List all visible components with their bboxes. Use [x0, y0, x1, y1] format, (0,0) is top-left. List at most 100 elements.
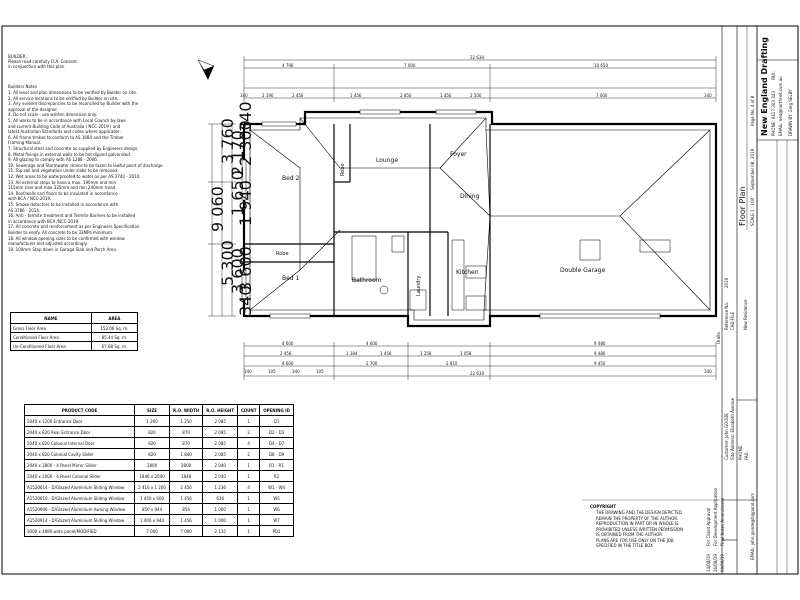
fixtures — [351, 235, 671, 311]
dim-bot-d4: 105 — [316, 369, 324, 374]
table-cell: 4 — [237, 481, 261, 493]
table-cell: 1 — [237, 503, 261, 515]
note-item: 13. All external steps to have a max. 19… — [8, 179, 116, 185]
dim-bot-c4: 9 450 — [594, 361, 606, 366]
room-kitchen: Kitchen — [456, 269, 479, 276]
table-cell: 2040 x 820 Colonial Cavity Slider — [23, 448, 136, 460]
note-item: 12. Wet areas to be waterproofed to wate… — [8, 174, 141, 179]
dim-top-s4: 1 456 — [350, 93, 362, 98]
table-cell: 7 000 — [168, 525, 204, 537]
dim-bot-d3: 340 — [292, 369, 300, 374]
table-cell: 870 — [168, 426, 204, 438]
dim-top-s3: 2 456 — [292, 93, 304, 98]
room-lounge: Lounge — [376, 157, 399, 164]
table-cell: 153.06 Sq. m. — [90, 323, 139, 333]
table-cell: R2 — [259, 470, 294, 482]
table-cell: 1 200 — [134, 415, 170, 427]
revision-date: 26/08/19 — [713, 554, 718, 572]
note-item: 15. Smoke detectors to be installed in a… — [8, 202, 119, 207]
table-cell: 870 — [168, 437, 204, 449]
client-fax: FAX: — [744, 451, 749, 460]
schedule-header: COUNT — [237, 404, 261, 416]
room-foyer: Foyer — [450, 151, 467, 158]
table-cell: 820 — [134, 448, 170, 460]
copyright-line: IS OBTAINED FROM THE AUTHOR. — [596, 532, 664, 537]
table-cell: 1 456 — [168, 514, 204, 526]
note-item: 18. All window opening sizes to be confi… — [8, 235, 125, 241]
dim-bot-b3: 1 456 — [380, 351, 392, 356]
dim-left-s2: 2 300 — [236, 120, 255, 166]
notes-header: Builders Notes — [8, 84, 38, 89]
note-item: 17. All concrete and reinforcement as pe… — [8, 224, 141, 230]
page-number: Page No. 4 of 8 — [750, 95, 755, 126]
copyright-line: SPECIFIED IN THE TITLE BOX. — [596, 543, 655, 548]
note-item: 4. Do not scale - use written dimension … — [8, 112, 97, 118]
note-item: 7. Structural steel and concrete as supp… — [8, 146, 139, 151]
table-cell: 820 — [134, 426, 170, 438]
dim-left-overall: 9 060 — [208, 186, 227, 232]
copyright-line: REPRODUCTION IN PART OR IN WHOLE IS — [596, 521, 679, 526]
table-row: A1520906 - D/Glazed Aluminium Awning Win… — [23, 503, 294, 515]
room-robe-2: Robe — [276, 251, 289, 257]
note-item: 19. 100mm Step down in Garage Slab and P… — [8, 246, 118, 252]
table-cell: 2 040 — [202, 470, 239, 482]
dim-top-s5: 2 850 — [400, 93, 412, 98]
dim-top-s6: 1 456 — [440, 93, 452, 98]
room-bed1: Bed 1 — [282, 275, 300, 282]
table-cell: 1 — [237, 470, 261, 482]
note-item: 11. Top soil and vegetation under slabs … — [8, 168, 119, 174]
note-item: 5. All works to be in accordance with Lo… — [8, 118, 126, 123]
note-item: latest Australian Standards and codes wh… — [8, 129, 121, 135]
note-item: Builder to verify. All concrete to be 32… — [8, 230, 114, 235]
note-item: manufacturer and adjusted accordingly. — [8, 241, 88, 247]
table-cell: 1 — [237, 514, 261, 526]
table-cell: 1 000 — [202, 503, 239, 515]
table-cell: 2 085 — [202, 426, 239, 438]
table-cell: 1 450 x 600 — [134, 492, 170, 504]
table-cell: 2 410 x 1 200 — [134, 481, 170, 493]
dim-bot-a3: 9 480 — [594, 341, 606, 346]
note-item: 16. Anti - termite treatment and Termite… — [8, 213, 136, 219]
table-cell: D8 - D9 — [259, 448, 294, 460]
reference-number: 2019 — [724, 277, 729, 288]
site-address: Site Address: Elizabeth Avenue — [730, 397, 735, 460]
schedule-header: R.O. HEIGHT — [202, 404, 239, 416]
table-cell: 2 456 — [168, 481, 204, 493]
dim-top-l3: 10 650 — [594, 63, 608, 68]
dim-bot-b6: 9 480 — [594, 351, 606, 356]
room-laundry: Laundry — [416, 275, 422, 296]
drawn-by: DRAWN BY: Greg SELBY — [788, 89, 793, 136]
roof-lines — [249, 117, 711, 321]
table-cell: 2800 — [168, 459, 204, 471]
table-cell: A1520914 - D/Glazed Aluminium Sliding Wi… — [23, 514, 136, 526]
dim-top-s9: 340 — [704, 93, 712, 98]
dim-bot-b2: 1 184 — [346, 351, 358, 356]
table-cell: 2 085 — [202, 415, 239, 427]
table-cell: 820 — [134, 437, 170, 449]
area-table-header: NAME — [10, 312, 92, 324]
table-row: A1520914 - D/Glazed Aluminium Sliding Wi… — [23, 514, 294, 526]
dim-bot-b5: 1 058 — [460, 351, 472, 356]
note-item: in accordance with BCA /NCC-2019. — [8, 218, 80, 224]
job-name: New Residence — [743, 299, 748, 330]
table-cell: 850 x 944 — [134, 503, 170, 515]
table-cell: 3000 x 4890 wide panel/MODIFIED — [23, 525, 136, 537]
table-cell: 856 — [168, 503, 204, 515]
reference-label: Reference No. — [724, 301, 729, 330]
copyright-line: REMAIN THE PROPERTY OF THE AUTHOR. — [596, 515, 679, 521]
dim-bot-overall: 22 630 — [470, 371, 484, 376]
company-fax: FAX: — [771, 71, 776, 80]
dim-top-s2: 2 190 — [262, 93, 274, 98]
room-bathroom: Bathroom — [352, 277, 382, 284]
table-cell: 7 000 — [134, 525, 170, 537]
table-cell: 1 236 — [202, 481, 239, 493]
revision-date: 09/09/19 — [720, 554, 725, 572]
table-cell: 2040 x 2000 - 4 Panel Colonial Slider — [23, 470, 136, 482]
client-email: EMAIL: john.goode@bigpond.com — [750, 492, 755, 560]
table-cell: 2 135 — [202, 525, 239, 537]
dim-bot-d1: 340 — [244, 369, 252, 374]
